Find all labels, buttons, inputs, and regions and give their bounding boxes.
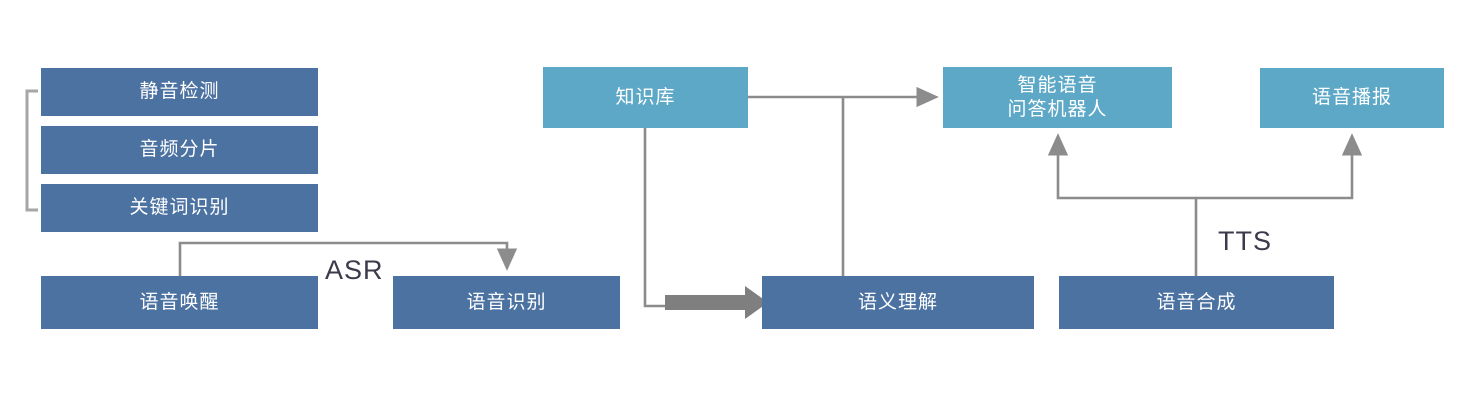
edge-knowledge-to-semantic xyxy=(643,128,676,308)
node-keyword-recognition[interactable]: 关键词识别 xyxy=(41,184,318,232)
edge-label-tts: TTS xyxy=(1218,226,1272,256)
node-semantic-understanding[interactable]: 语义理解 xyxy=(762,276,1034,329)
node-speech-recognition[interactable]: 语音识别 xyxy=(393,276,620,329)
node-silence-detection[interactable]: 静音检测 xyxy=(41,68,318,116)
node-knowledge-base[interactable]: 知识库 xyxy=(543,67,748,128)
node-audio-segmentation[interactable]: 音频分片 xyxy=(41,126,318,174)
node-speech-synthesis[interactable]: 语音合成 xyxy=(1059,276,1334,329)
block-arrow-asr-to-nlu xyxy=(665,286,768,319)
group-bracket xyxy=(25,89,38,212)
node-voice-broadcast[interactable]: 语音播报 xyxy=(1260,68,1444,128)
edge-label-asr: ASR xyxy=(325,255,384,285)
edge-tts-to-broadcast xyxy=(1196,133,1363,200)
node-voice-wakeup[interactable]: 语音唤醒 xyxy=(41,276,318,329)
node-qa-robot[interactable]: 智能语音 问答机器人 xyxy=(943,67,1172,128)
edge-tts-trunk xyxy=(1047,133,1198,276)
